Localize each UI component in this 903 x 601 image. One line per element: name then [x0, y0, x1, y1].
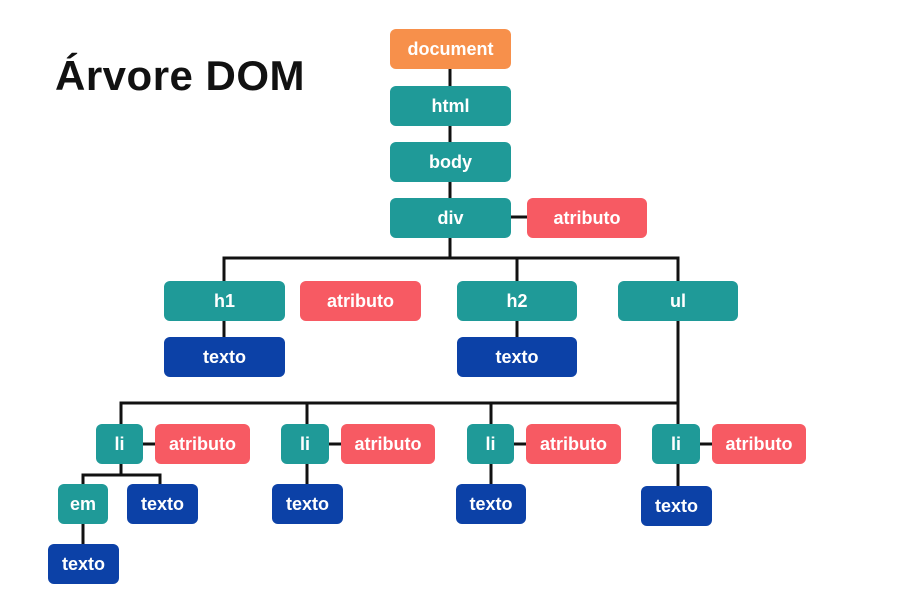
- node-li-3-texto: texto: [456, 484, 526, 524]
- node-h1-atributo: atributo: [300, 281, 421, 321]
- node-h2: h2: [457, 281, 577, 321]
- node-em-texto: texto: [48, 544, 119, 584]
- node-document: document: [390, 29, 511, 69]
- node-li-4-atributo: atributo: [712, 424, 806, 464]
- node-li-2-texto: texto: [272, 484, 343, 524]
- node-html: html: [390, 86, 511, 126]
- node-h1: h1: [164, 281, 285, 321]
- node-em: em: [58, 484, 108, 524]
- node-li-1-atributo: atributo: [155, 424, 250, 464]
- node-ul: ul: [618, 281, 738, 321]
- node-div: div: [390, 198, 511, 238]
- diagram-title: Árvore DOM: [55, 52, 306, 99]
- node-h2-texto: texto: [457, 337, 577, 377]
- node-body: body: [390, 142, 511, 182]
- node-h1-texto: texto: [164, 337, 285, 377]
- node-li-3-atributo: atributo: [526, 424, 621, 464]
- node-li-1: li: [96, 424, 143, 464]
- node-li-4: li: [652, 424, 700, 464]
- node-li-2-atributo: atributo: [341, 424, 435, 464]
- node-li-3: li: [467, 424, 514, 464]
- node-li-1-texto: texto: [127, 484, 198, 524]
- node-li-2: li: [281, 424, 329, 464]
- node-li-4-texto: texto: [641, 486, 712, 526]
- node-div-atributo: atributo: [527, 198, 647, 238]
